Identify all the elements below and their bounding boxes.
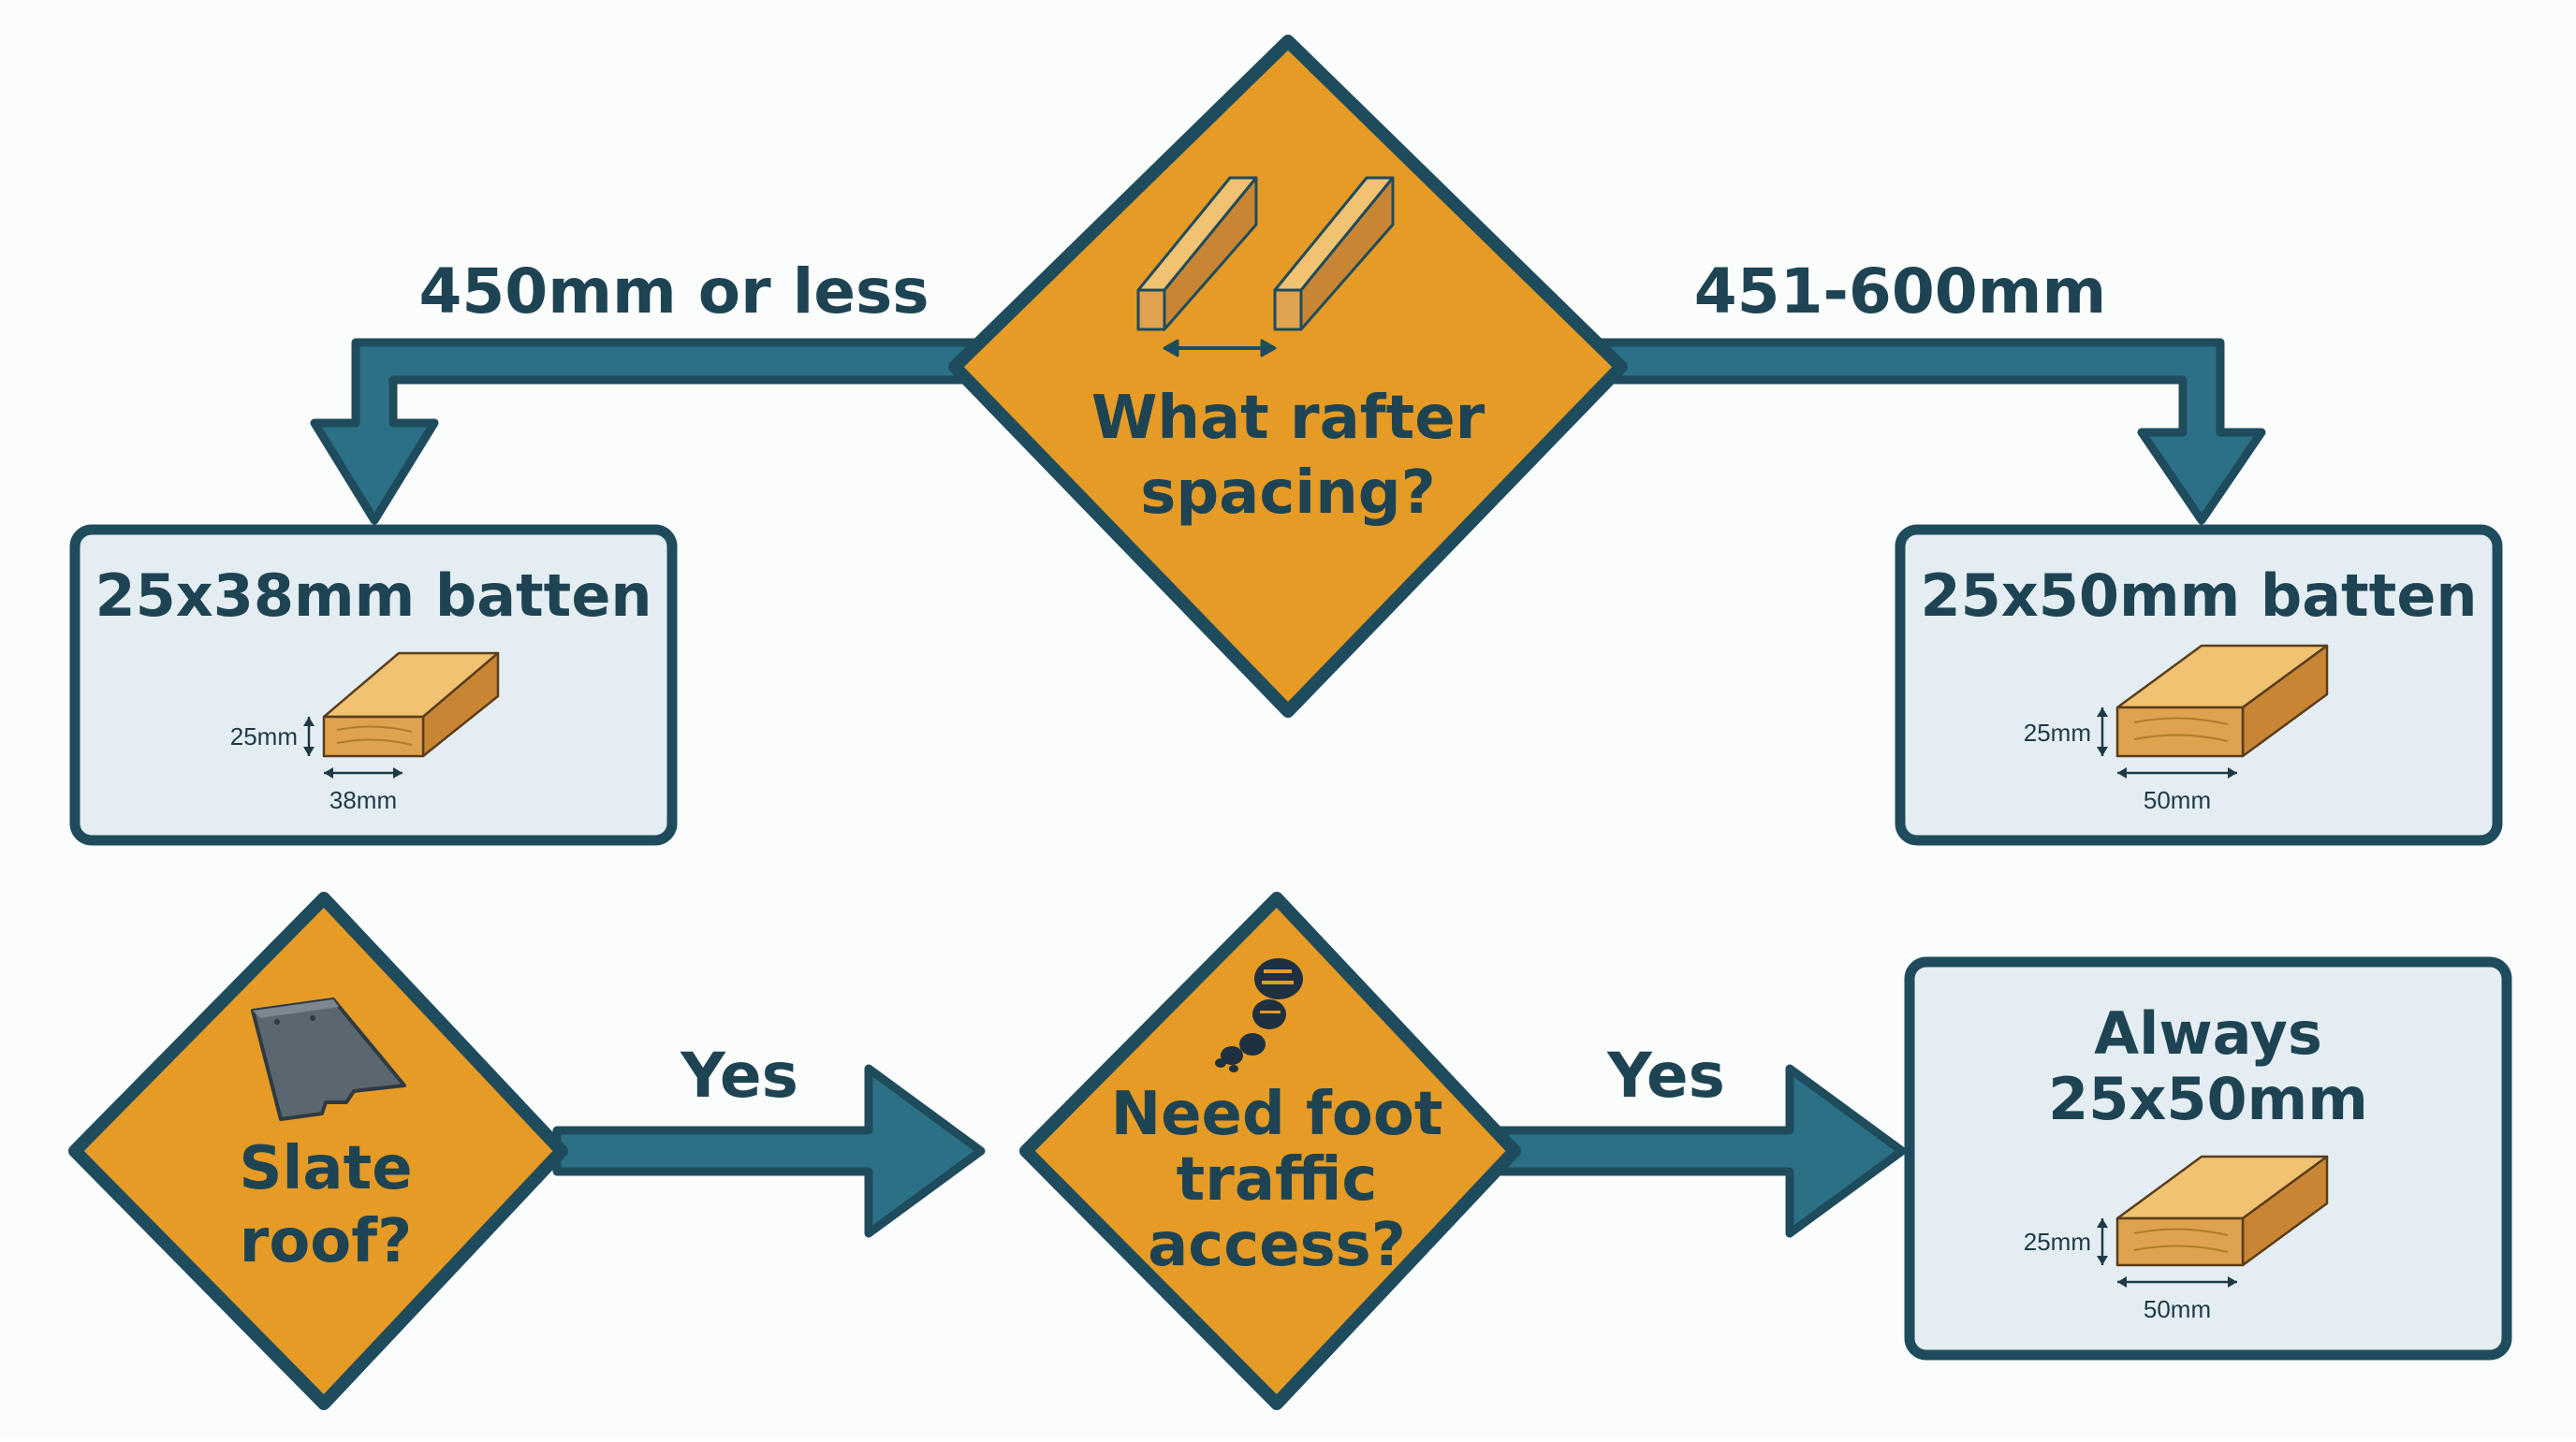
foot-question-line2: traffic: [1177, 1145, 1378, 1215]
foot-question-line1: Need foot: [1111, 1080, 1443, 1149]
final-width-label: 50mm: [2144, 1295, 2211, 1323]
slate-tile-icon: [251, 998, 406, 1121]
foot-question-line3: access?: [1148, 1211, 1406, 1280]
right-width-label: 50mm: [2144, 786, 2211, 814]
right-result-box: 25x50mm batten 25mm 50mm: [1895, 524, 2503, 846]
final-height-label: 25mm: [2024, 1228, 2091, 1256]
right-branch-label: 451-600mm: [1694, 255, 2106, 328]
slate-yes-arrow: [552, 1064, 986, 1238]
right-height-label: 25mm: [2024, 719, 2091, 747]
left-result-title: 25x38mm batten: [95, 561, 651, 630]
final-result-line2: 25x50mm: [2048, 1065, 2368, 1133]
boot-print-icon: [1215, 958, 1303, 1072]
rafters-spacing-icon: [1136, 176, 1395, 357]
final-result-box: Always 25x50mm 25mm 50mm: [1904, 956, 2512, 1361]
foot-yes-arrow: [1493, 1064, 1907, 1238]
slate-roof-decision: Slate roof?: [68, 892, 568, 1410]
timber-batten-icon: [2115, 644, 2329, 758]
right-result-title: 25x50mm batten: [1920, 561, 2477, 630]
slate-question-line1: Slate: [239, 1134, 412, 1203]
final-result-line1: Always: [2094, 999, 2322, 1068]
rafter-spacing-decision: What rafter spacing?: [948, 35, 1628, 718]
slate-question-line2: roof?: [240, 1207, 412, 1276]
left-height-label: 25mm: [230, 722, 298, 750]
left-branch-label: 450mm or less: [418, 255, 929, 328]
foot-traffic-decision: Need foot traffic access?: [1019, 892, 1521, 1410]
timber-batten-icon: [322, 651, 500, 758]
slate-yes-label: Yes: [680, 1040, 798, 1112]
rafter-question-line1: What rafter: [1091, 384, 1486, 453]
rafter-question-line2: spacing?: [1140, 459, 1435, 528]
right-branch-arrow: [1596, 338, 2266, 525]
left-branch-arrow: [310, 338, 978, 525]
foot-yes-label: Yes: [1606, 1040, 1725, 1112]
timber-batten-icon: [2115, 1155, 2329, 1267]
left-result-box: 25x38mm batten 25mm 38mm: [69, 524, 678, 846]
left-width-label: 38mm: [329, 786, 397, 814]
